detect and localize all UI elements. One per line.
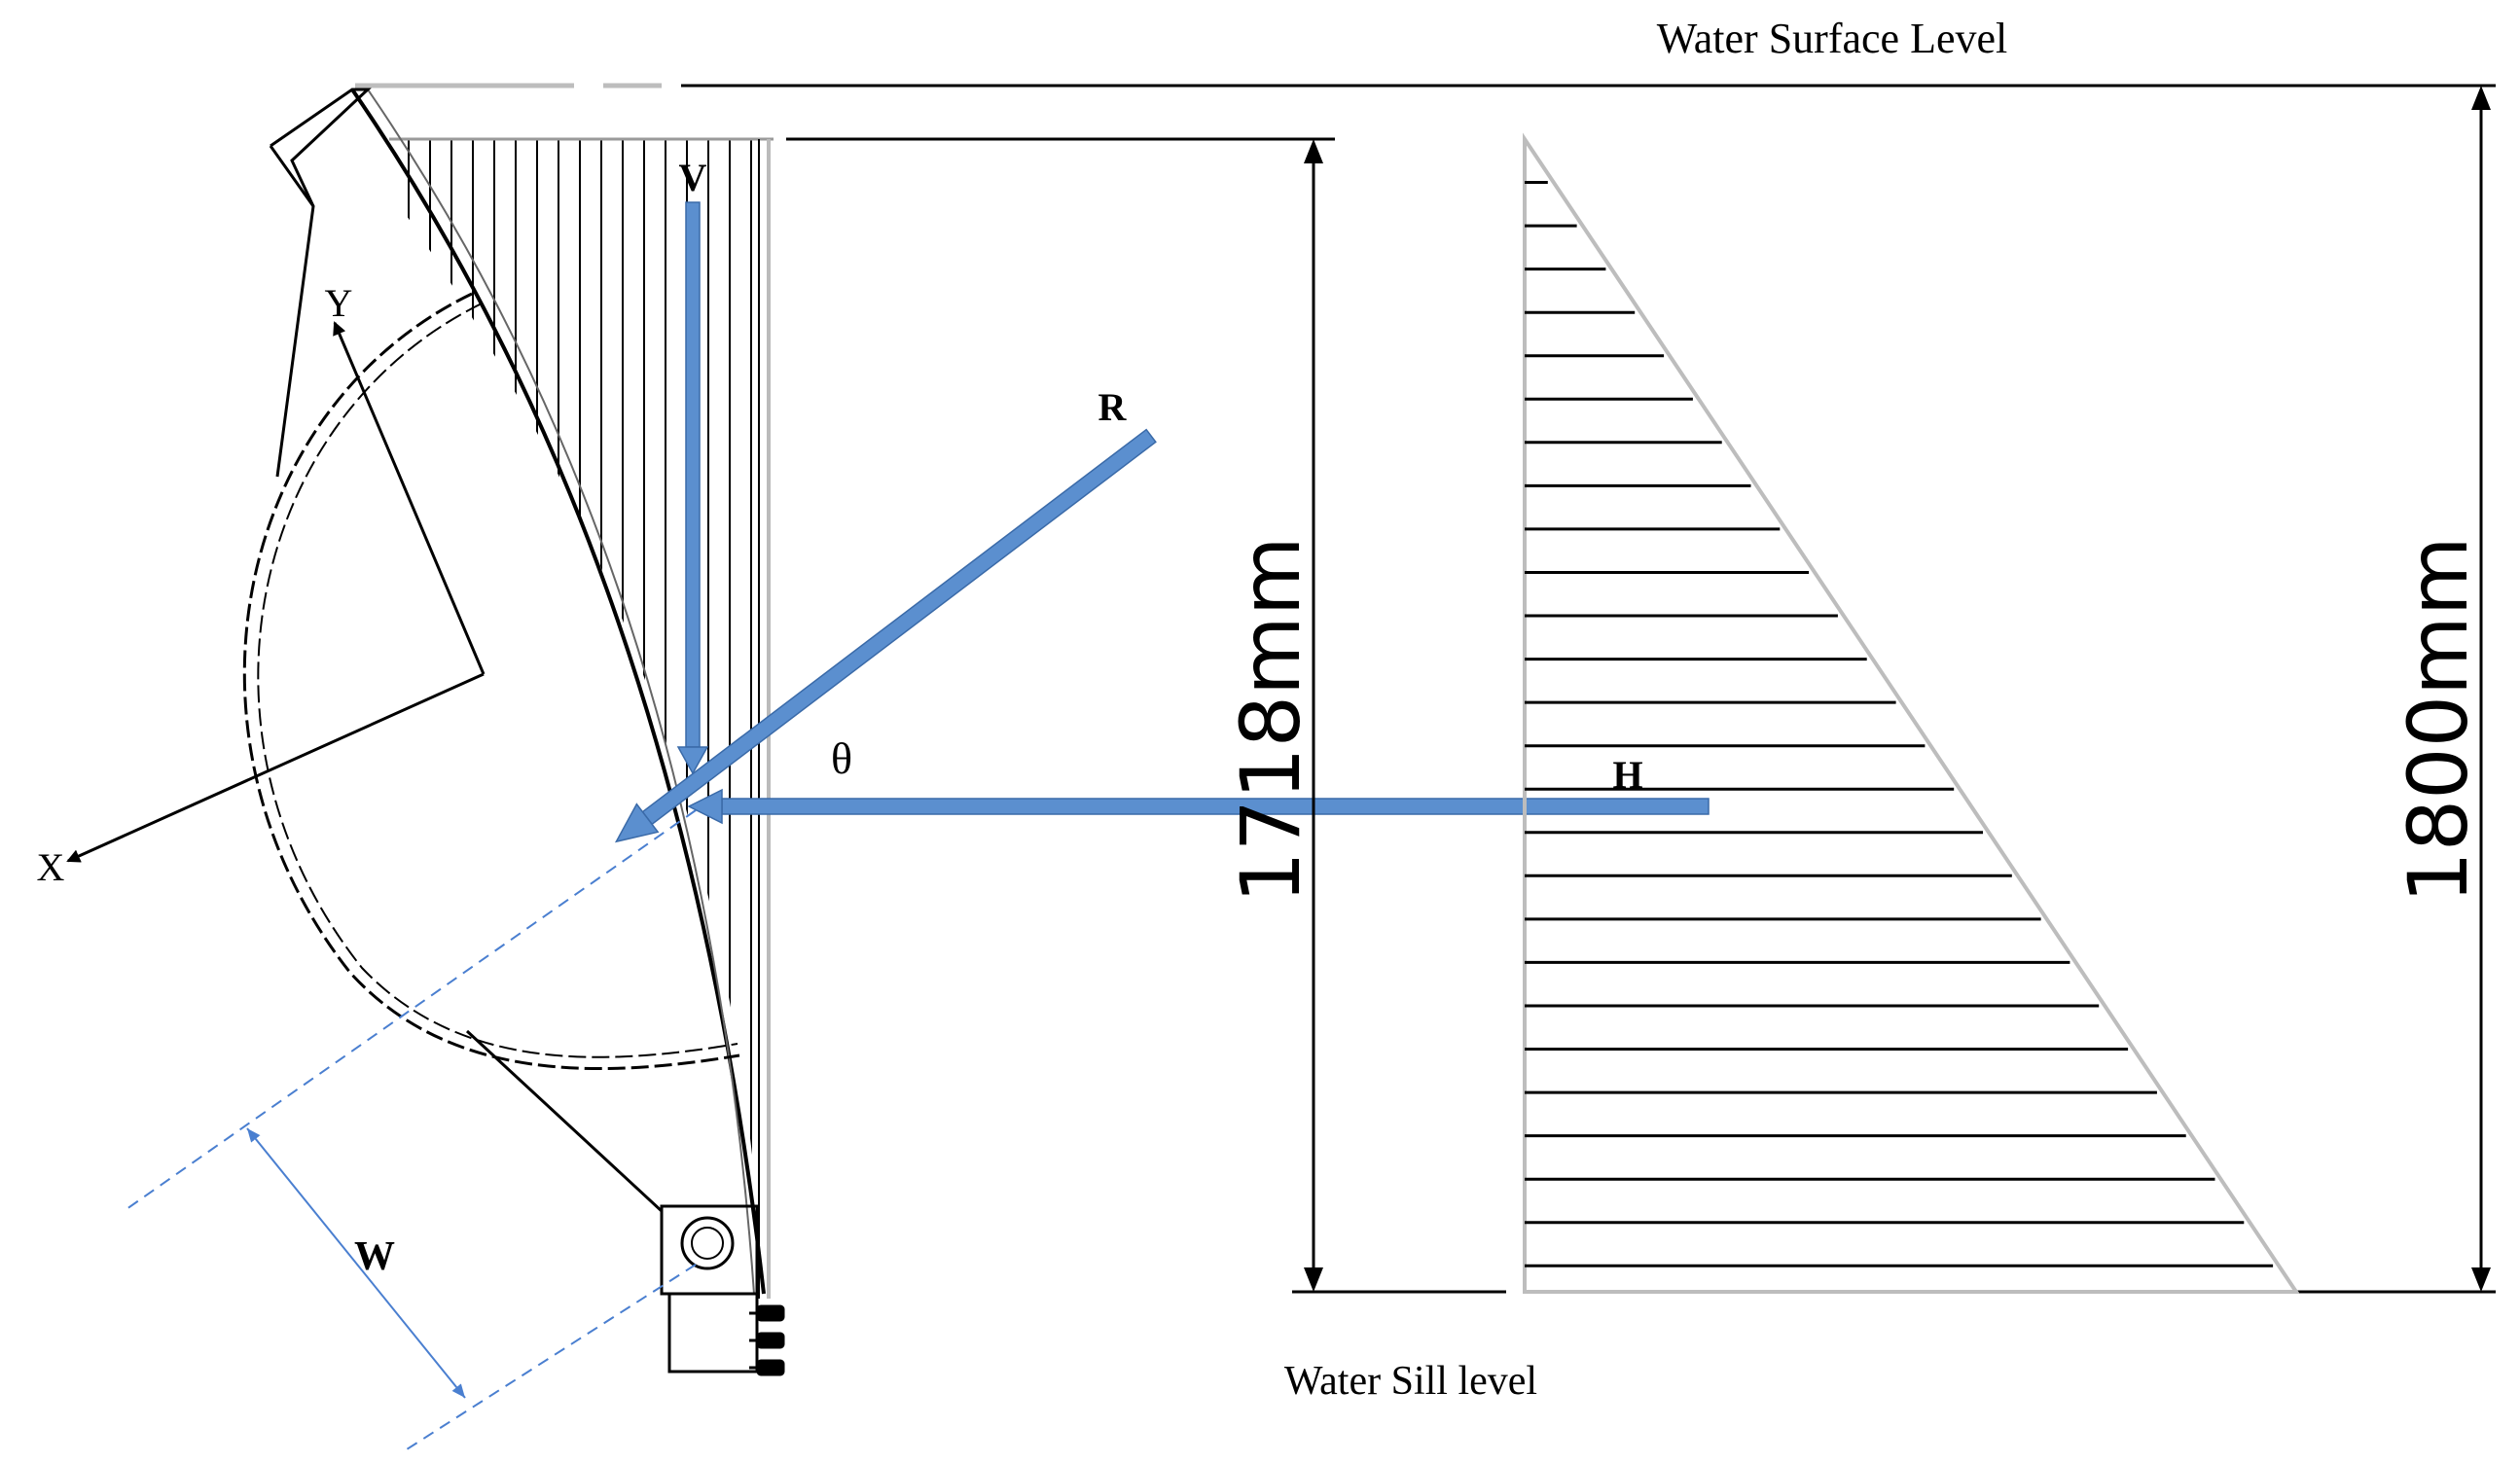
dim-1718-label: 1718mm — [1223, 536, 1318, 903]
water-sill-label: Water Sill level — [1284, 1359, 1537, 1404]
y-axis-label: Y — [325, 281, 353, 325]
force-arrows — [614, 201, 1710, 843]
w-label: W — [354, 1234, 395, 1279]
dim-1718 — [1304, 139, 1323, 1292]
radial-gate — [242, 88, 785, 1376]
r-force-arrow — [614, 428, 1157, 843]
pressure-distribution — [1523, 132, 2300, 1294]
water-surface-label: Water Surface Level — [1657, 15, 2007, 62]
local-axes — [66, 321, 486, 863]
v-force-arrow — [676, 201, 709, 775]
r-label: R — [1098, 385, 1128, 429]
dim-1800-label: 1800mm — [2391, 536, 2486, 903]
x-axis-label: X — [37, 845, 65, 889]
theta-label: θ — [831, 733, 852, 783]
dim-1800 — [2471, 86, 2491, 1292]
h-force-arrow — [687, 788, 1710, 825]
v-label: V — [679, 156, 707, 199]
w-dimension — [126, 809, 697, 1450]
